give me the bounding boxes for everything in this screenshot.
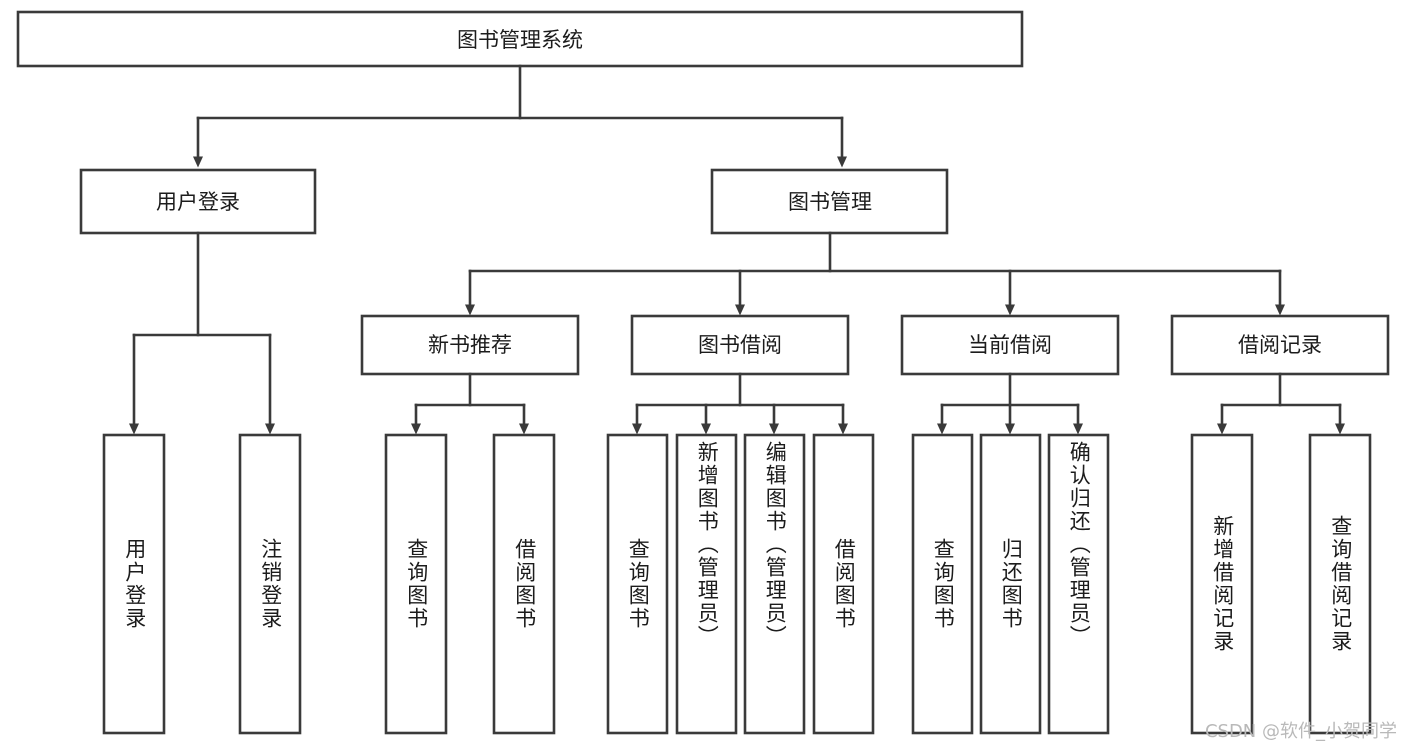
node-current-borrow-box[interactable] (900, 314, 1120, 376)
node-current-borrow-label: 当前借阅 (968, 333, 1052, 357)
node-user-login-label: 用户登录 (156, 190, 240, 214)
node-root-box[interactable] (16, 10, 1024, 68)
leaf-user-login-2-box[interactable] (238, 433, 302, 735)
node-new-book-recommend-label: 新书推荐 (428, 333, 512, 357)
node-book-mgmt-box[interactable] (710, 168, 949, 235)
leaf-bb-4-box[interactable] (812, 433, 875, 735)
leaf-bb-3-box[interactable] (743, 433, 806, 735)
leaf-bb-2-box[interactable] (675, 433, 738, 735)
leaf-bb-1-box[interactable] (606, 433, 669, 735)
node-book-mgmt-label: 图书管理 (788, 190, 872, 214)
leaf-cb-3-box[interactable] (1047, 433, 1110, 735)
leaf-br-2-box[interactable] (1308, 433, 1372, 735)
node-book-borrow-label: 图书借阅 (698, 333, 782, 357)
leaf-nbr-1-box[interactable] (384, 433, 448, 735)
leaf-cb-2-box[interactable] (979, 433, 1042, 735)
node-new-book-recommend-box[interactable] (360, 314, 580, 376)
leaf-br-1-box[interactable] (1190, 433, 1254, 735)
leaf-nbr-2-box[interactable] (492, 433, 556, 735)
leaf-cb-1-box[interactable] (911, 433, 974, 735)
node-book-borrow-box[interactable] (630, 314, 850, 376)
leaf-user-login-1-box[interactable] (102, 433, 166, 735)
node-borrow-record-label: 借阅记录 (1238, 333, 1322, 357)
node-borrow-record-box[interactable] (1170, 314, 1390, 376)
node-root-label: 图书管理系统 (457, 28, 583, 52)
